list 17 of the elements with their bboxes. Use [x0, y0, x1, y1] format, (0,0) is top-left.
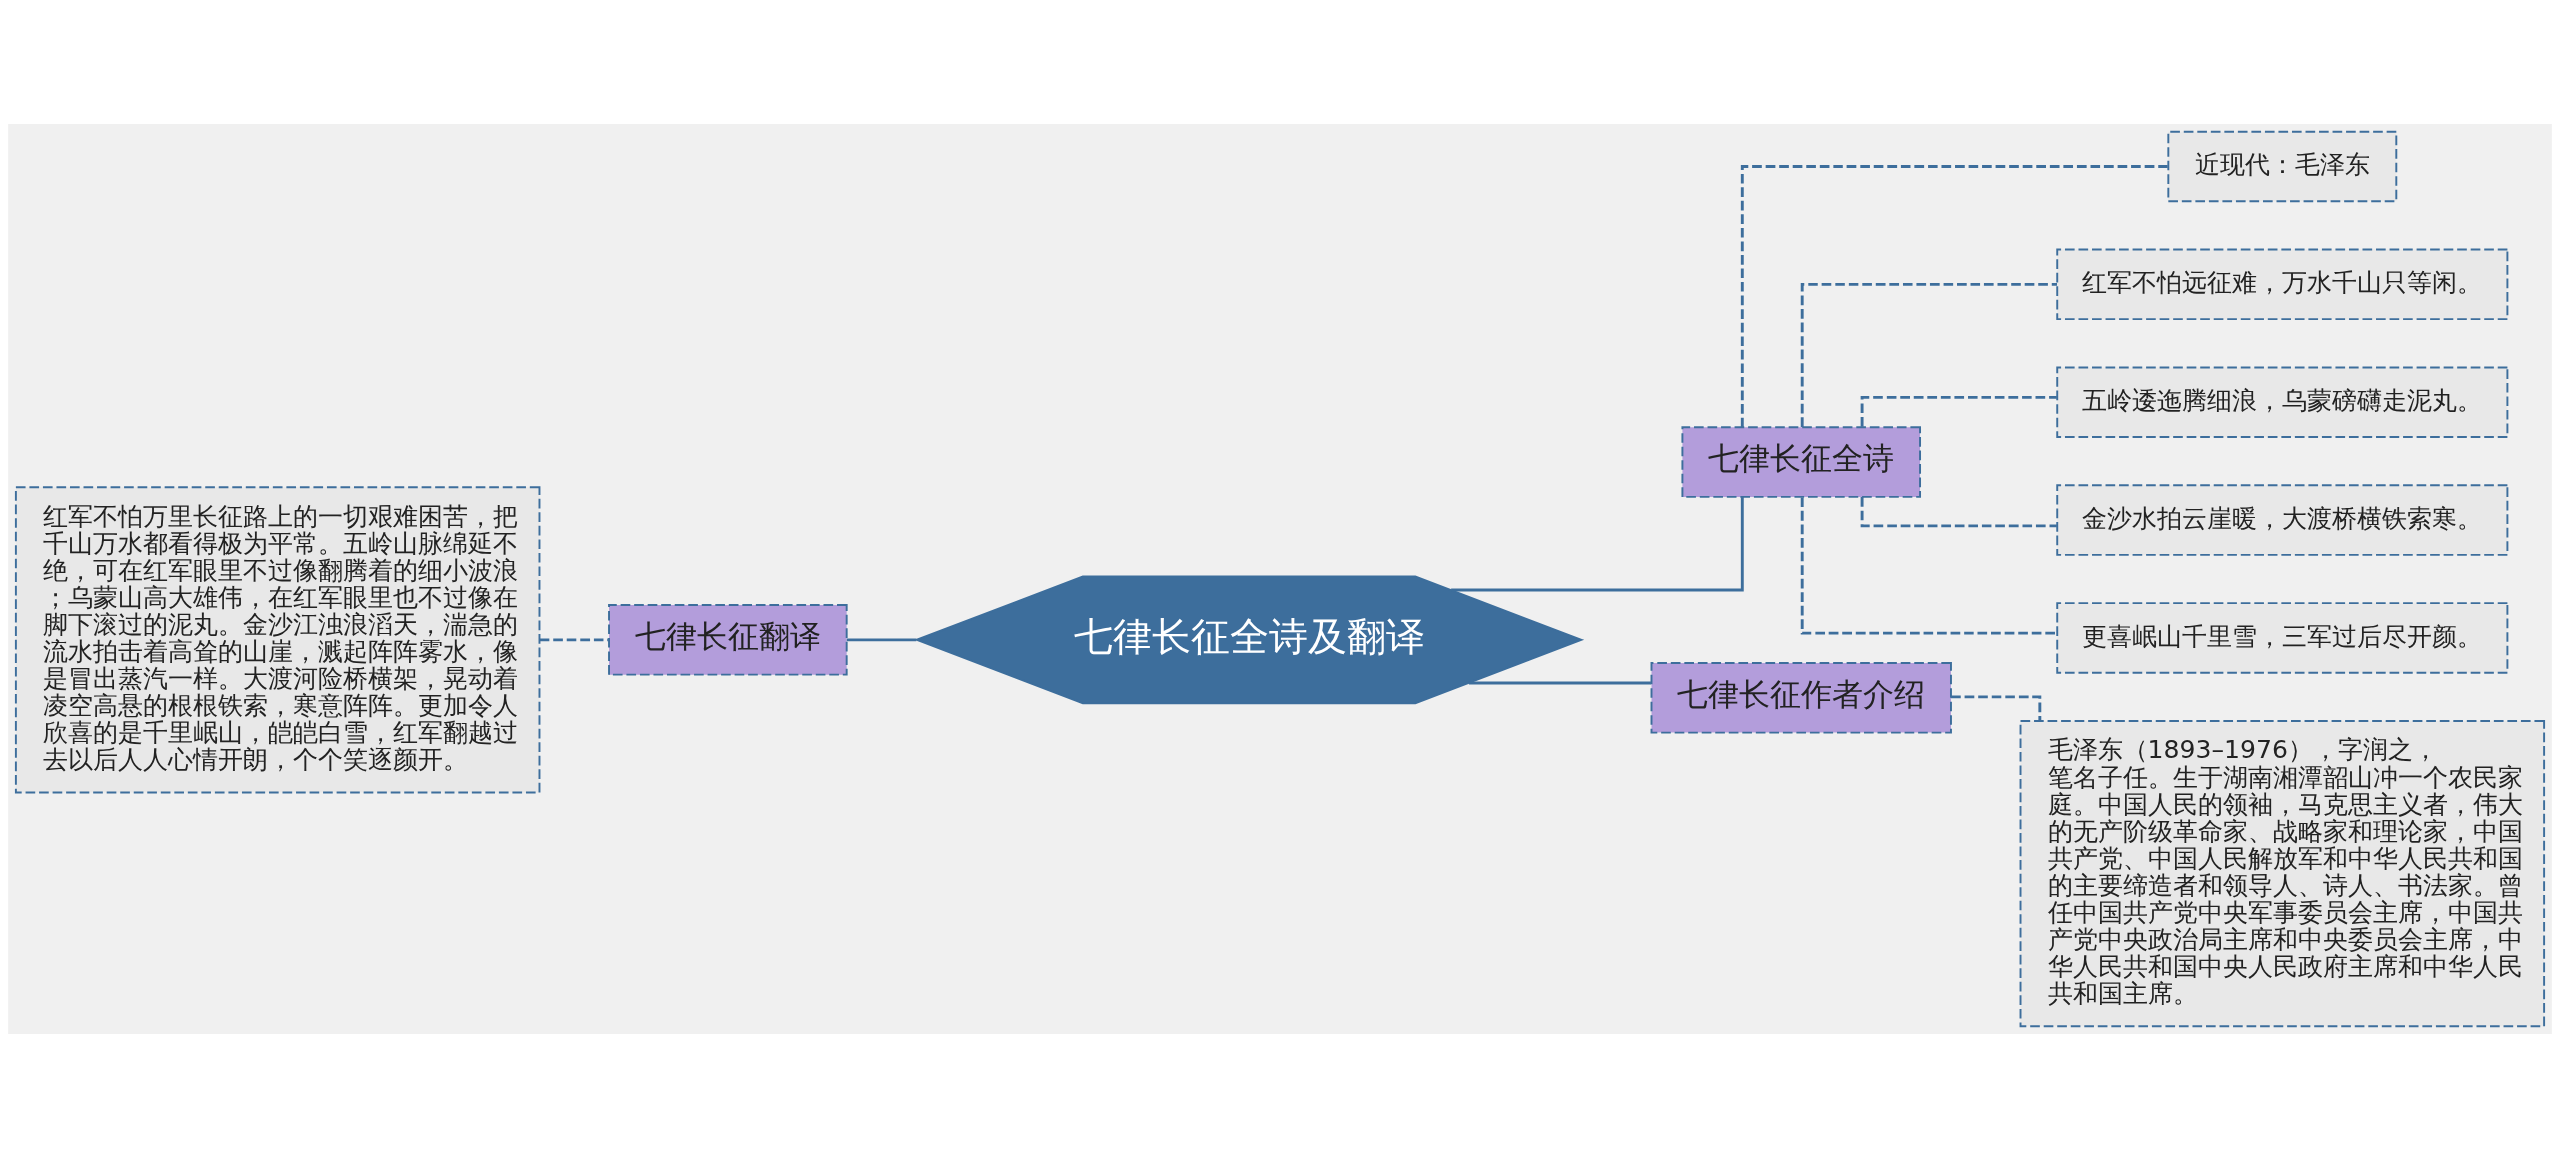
node-box: 五岭逶迤腾细浪，乌蒙磅礴走泥丸。 [2056, 366, 2509, 438]
connector [539, 638, 609, 642]
node-box: 红军不怕远征难，万水千山只等闲。 [2056, 248, 2509, 321]
connector [1468, 681, 1651, 685]
node-box: 七律长征翻译 [608, 604, 848, 676]
connector [1451, 497, 1744, 592]
node-box: 金沙水拍云崖暖，大渡桥横铁索寒。 [2056, 484, 2509, 556]
connector [1800, 282, 2057, 427]
node-box: 更喜岷山千里雪，三军过后尽开颜。 [2056, 602, 2509, 674]
node-box: 七律长征作者介绍 [1650, 662, 1952, 734]
node-box: 红军不怕万里长征路上的一切艰难困苦，把千山万水都看得极为平常。五岭山脉绵延不绝，可在红军眼里不过像翻腾着的细小波浪；乌蒙山高大雄伟，在红军眼里也不过像在脚下滚过的泥丸。金沙江浊浪滔天，湍急的流水拍击着高耸的山崖，溅起阵阵雾水，像是冒出蒸汽一样。大渡河险桥横架，晃动着凌空高悬的根根铁索，寒意阵阵。更加令人欣喜的是千里岷山，皑皑白雪，红军翻越过去以后人人心情开朗，个个笑逐颜开。 [14, 486, 541, 794]
node-box: 毛泽东（1893–1976），字润之，笔名子任。生于湖南湘潭韶山冲一个农民家庭。中国人民的领袖，马克思主义者，伟大的无产阶级革命家、战略家和理论家，中国共产党、中国人民解放军和中华人民共和国的主要缔造者和领导人、诗人、书法家。曾任中国共产党中央军事委员会主席，中国共产党中央政治局主席和中央委员会主席，中华人民共和国中央人民政府主席和中华人民共和国主席。 [2019, 720, 2546, 1028]
connector [1800, 497, 2057, 635]
connector [846, 638, 917, 642]
connector [1740, 165, 2168, 428]
node-box: 七律长征全诗 [1681, 426, 1921, 498]
node-box: 近现代：毛泽东 [2167, 130, 2398, 203]
